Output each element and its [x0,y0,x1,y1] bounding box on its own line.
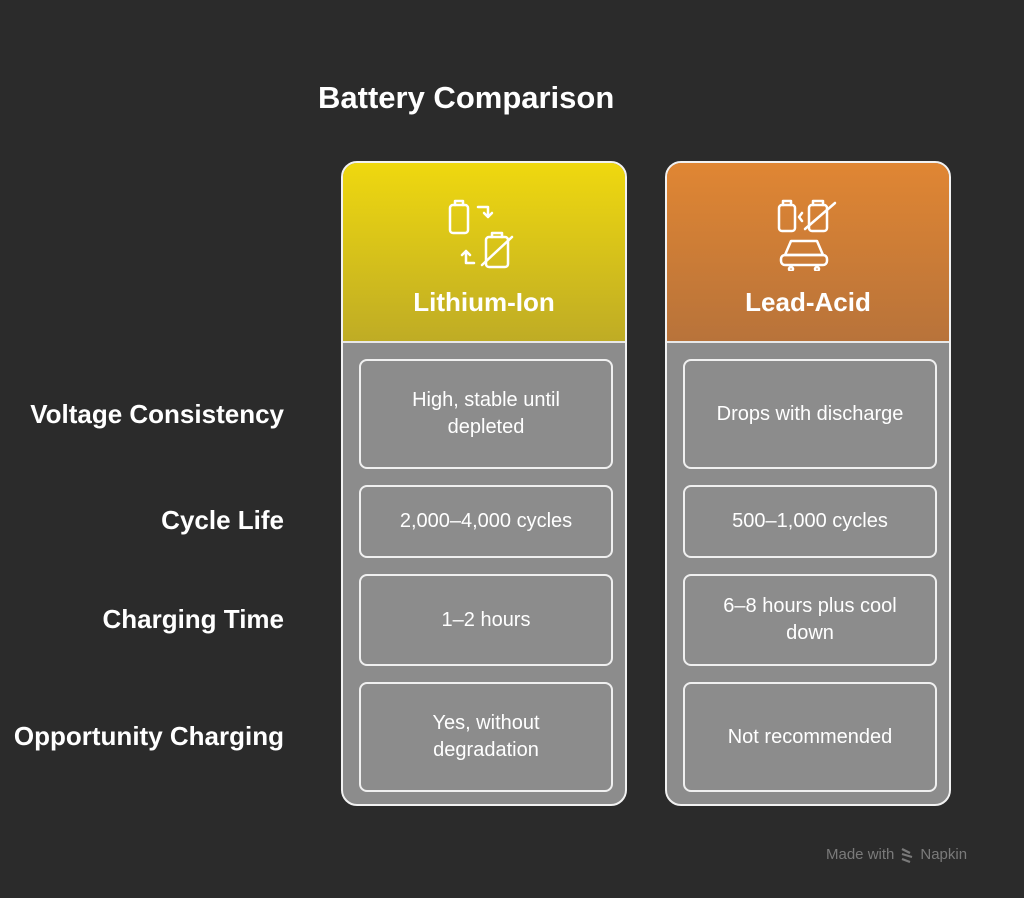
cell-charging-time: 1–2 hours [359,574,613,666]
made-with-text: Made with [826,846,895,863]
row-label-cycle-life: Cycle Life [161,505,284,535]
cell-cycle-life: 2,000–4,000 cycles [359,485,613,558]
column-lead-acid: Lead-Acid Drops with discharge 500–1,000… [665,161,951,806]
row-label-voltage: Voltage Consistency [30,399,284,429]
column-title: Lead-Acid [745,287,871,317]
cell-charging-time: 6–8 hours plus cool down [683,574,937,666]
cell-opportunity: Not recommended [683,682,937,792]
cell-cycle-life: 500–1,000 cycles [683,485,937,558]
napkin-watermark: Made with Napkin [826,846,967,863]
cell-voltage: Drops with discharge [683,359,937,469]
column-lithium-ion: Lithium-Ion High, stable until depleted … [341,161,627,806]
page-title: Battery Comparison [318,80,615,115]
column-header: Lithium-Ion [343,163,625,343]
napkin-logo-icon [901,847,913,863]
row-label-opportunity: Opportunity Charging [13,721,284,751]
cell-voltage: High, stable until depleted [359,359,613,469]
row-label-charging-time: Charging Time [102,604,284,634]
battery-cycle-icon [448,199,514,269]
column-header: Lead-Acid [667,163,949,343]
battery-car-icon [777,199,837,271]
napkin-brand: Napkin [920,846,968,863]
column-title: Lithium-Ion [413,287,555,317]
cell-opportunity: Yes, without degradation [359,682,613,792]
